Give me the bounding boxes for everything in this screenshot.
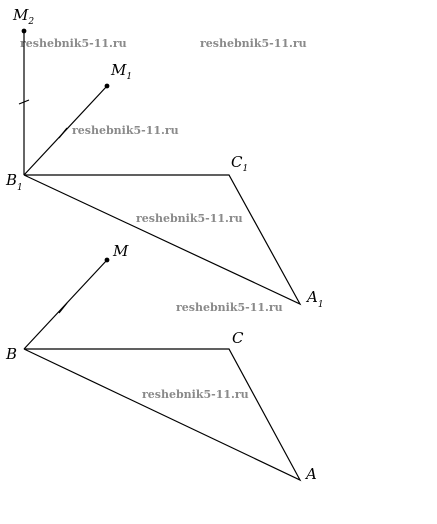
watermark-3: reshebnik5-11.ru xyxy=(72,124,179,137)
label-c: C xyxy=(232,329,244,347)
label-m: M xyxy=(112,242,129,260)
tick-b1-m1 xyxy=(58,127,68,139)
tick-b-m xyxy=(58,302,68,314)
label-c1: C1 xyxy=(231,153,248,174)
label-b1: B1 xyxy=(5,171,23,193)
watermark-2: reshebnik5-11.ru xyxy=(200,37,307,50)
point-m1 xyxy=(104,83,110,89)
watermark-1: reshebnik5-11.ru xyxy=(20,37,127,50)
label-b: B xyxy=(5,345,17,363)
label-a: A xyxy=(304,465,317,483)
triangle-a1b1c1 xyxy=(23,174,302,306)
upper-figure xyxy=(18,28,302,306)
point-m2 xyxy=(21,28,27,34)
watermark-5: reshebnik5-11.ru xyxy=(176,301,283,314)
label-m1: M1 xyxy=(110,61,132,82)
triangle-abc xyxy=(23,348,302,482)
watermark-4: reshebnik5-11.ru xyxy=(136,212,243,225)
point-m xyxy=(104,257,110,263)
label-m2: M2 xyxy=(12,6,34,27)
lower-figure xyxy=(23,257,302,482)
label-a1: A1 xyxy=(305,288,324,310)
watermark-6: reshebnik5-11.ru xyxy=(142,388,249,401)
tick-b1-m2 xyxy=(18,99,30,105)
